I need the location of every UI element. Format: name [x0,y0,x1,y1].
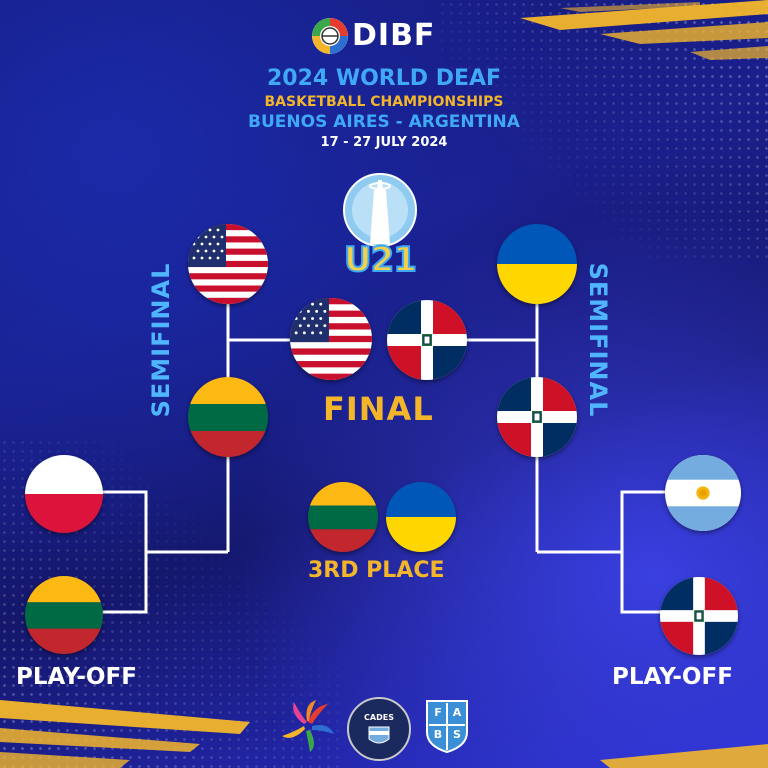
final-label: FINAL [323,390,434,428]
poland-flag [25,455,103,533]
fabs-letter: S [453,728,461,741]
dibf-logo [312,18,348,54]
lithuania-flag [308,482,378,552]
dominican-republic-flag [497,377,577,457]
semifinal-right-label: SEMIFINAL [584,262,612,418]
usa-flag [188,224,268,304]
fabs-letter: B [433,728,443,741]
fabs-letter: A [452,706,462,719]
dominican-republic-flag [660,577,738,655]
title-line2: BASKETBALL CHAMPIONSHIPS [264,94,504,110]
playoff-left-label: PLAY-OFF [16,664,137,690]
ukraine-flag [497,224,577,304]
lithuania-flag [25,576,103,654]
lithuania-flag [188,377,268,457]
third-place-label: 3RD PLACE [308,558,445,583]
argentina-flag [665,455,741,531]
dominican-republic-flag [387,300,467,380]
title-line1: 2024 WORLD DEAF [266,66,502,91]
title-line3: BUENOS AIRES - ARGENTINA [248,112,520,132]
dates: 17 - 27 JULY 2024 [320,135,448,150]
ukraine-flag [386,482,456,552]
org-name: DIBF [352,18,436,53]
category-label: U21 [343,239,418,281]
deaflympics-logo [280,698,336,754]
u21-logo: U21 [340,170,420,288]
decor-dots [438,0,768,260]
cades-text: CADES [364,713,394,722]
playoff-right-label: PLAY-OFF [612,664,733,690]
usa-flag [290,298,372,380]
semifinal-left-label: SEMIFINAL [147,262,175,418]
fabs-letter: F [434,706,442,719]
cades-logo: CADES [347,697,411,761]
fabs-logo: F A B S [424,698,470,754]
